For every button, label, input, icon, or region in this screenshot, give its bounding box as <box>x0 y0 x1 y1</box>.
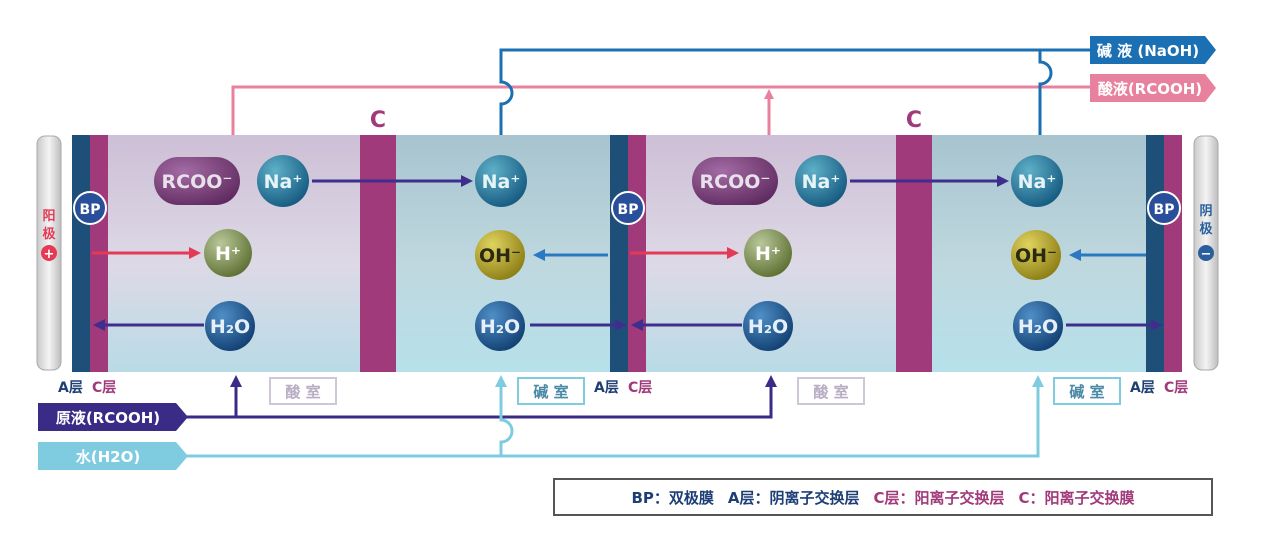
h2o-molecule-3: H₂O <box>743 301 793 351</box>
svg-text:Na⁺: Na⁺ <box>1018 171 1057 193</box>
svg-text:碱 室: 碱 室 <box>1069 383 1104 401</box>
layer-labels-2: A层 C层 <box>594 380 652 396</box>
bp-badge-3: BP <box>1147 191 1181 225</box>
cation-membrane-2 <box>896 135 932 372</box>
anode-electrode: 阳 极 + <box>36 135 62 371</box>
h2o-molecule-2: H₂O <box>475 301 525 351</box>
alkali-output-flow <box>499 48 1092 135</box>
anode-sign: + <box>44 247 55 262</box>
cathode-char-2: 极 <box>1199 221 1213 237</box>
svg-text:OH⁻: OH⁻ <box>1015 245 1057 267</box>
h2o-molecule-4: H₂O <box>1013 301 1063 351</box>
cation-membrane-1 <box>360 135 396 372</box>
minus-icon <box>1198 245 1214 261</box>
svg-text:酸 室: 酸 室 <box>813 383 848 401</box>
svg-text:Na⁺: Na⁺ <box>264 171 303 193</box>
rcoo-ion-1: RCOO⁻ <box>154 157 240 205</box>
alkali-output-label: 碱 液 (NaOH) <box>1097 42 1199 60</box>
legend-c-layer: C层：阳离子交换层 <box>873 488 1005 507</box>
cathode-sign: − <box>1201 247 1212 262</box>
cathode-char-1: 阴 <box>1199 204 1212 219</box>
cation-membrane-letter-2: C <box>906 108 922 133</box>
bipolar-membrane-3 <box>1146 135 1182 372</box>
legend-c-membrane: C：阳离子交换膜 <box>1018 488 1135 507</box>
acid-output-flow <box>231 85 1092 135</box>
c-layer-label-1: C层 <box>92 380 116 396</box>
bp-label-2: BP <box>618 202 639 218</box>
alkali-output-tag: 碱 液 (NaOH) <box>1090 36 1216 64</box>
na-ion-2: Na⁺ <box>475 155 527 207</box>
na-ion-3: Na⁺ <box>795 155 847 207</box>
alkali-chamber-label-1: 碱 室 <box>517 377 585 405</box>
svg-text:H₂O: H₂O <box>1018 316 1058 338</box>
h2o-molecule-1: H₂O <box>205 301 255 351</box>
a-layer-label-3: A层 <box>1130 380 1155 396</box>
acid-chamber-label-1: 酸 室 <box>269 377 337 405</box>
na-ion-1: Na⁺ <box>257 155 309 207</box>
svg-text:H₂O: H₂O <box>748 316 788 338</box>
legend-bp: BP：双极膜 <box>631 488 714 507</box>
c-layer-label-3: C层 <box>1164 380 1188 396</box>
svg-text:酸 室: 酸 室 <box>285 383 320 401</box>
legend-a-layer: A层：阴离子交换层 <box>727 488 860 507</box>
bp-badge-2: BP <box>611 191 645 225</box>
h-ion-2: H⁺ <box>744 229 792 277</box>
bp-badge-1: BP <box>73 191 107 225</box>
svg-text:H⁺: H⁺ <box>215 243 241 265</box>
plus-icon <box>41 245 57 261</box>
feed-input-label: 原液(RCOOH) <box>56 409 160 427</box>
bp-label-3: BP <box>1154 202 1175 218</box>
anode-char-2: 极 <box>42 226 56 242</box>
water-input-label: 水(H2O) <box>76 448 140 466</box>
legend: BP：双极膜 A层：阴离子交换层 C层：阳离子交换层 C：阳离子交换膜 <box>553 478 1213 516</box>
acid-output-label: 酸液(RCOOH) <box>1098 80 1202 98</box>
water-input-flow <box>186 375 1044 458</box>
acid-output-tag: 酸液(RCOOH) <box>1090 74 1216 102</box>
acid-chamber-label-2: 酸 室 <box>797 377 865 405</box>
feed-input-flow <box>186 375 777 419</box>
c-layer-label-2: C层 <box>628 380 652 396</box>
svg-text:RCOO⁻: RCOO⁻ <box>700 171 771 193</box>
bp-label-1: BP <box>80 202 101 218</box>
cation-membrane-letter-1: C <box>370 108 386 133</box>
svg-text:碱 室: 碱 室 <box>533 383 568 401</box>
svg-text:OH⁻: OH⁻ <box>479 245 521 267</box>
svg-text:Na⁺: Na⁺ <box>482 171 521 193</box>
ion-arrows <box>92 175 1163 331</box>
svg-text:RCOO⁻: RCOO⁻ <box>162 171 233 193</box>
h-ion-1: H⁺ <box>204 229 252 277</box>
anode-char-1: 阳 <box>42 209 55 224</box>
svg-text:Na⁺: Na⁺ <box>802 171 841 193</box>
layer-labels-3: A层 C层 <box>1130 380 1188 396</box>
a-layer-label-1: A层 <box>58 380 83 396</box>
feed-input-tag: 原液(RCOOH) <box>38 403 188 431</box>
rcoo-ion-2: RCOO⁻ <box>692 157 778 205</box>
oh-ion-2: OH⁻ <box>1011 230 1061 280</box>
water-input-tag: 水(H2O) <box>38 442 188 470</box>
svg-text:H₂O: H₂O <box>480 316 520 338</box>
oh-ion-1: OH⁻ <box>475 230 525 280</box>
alkali-chamber-label-2: 碱 室 <box>1053 377 1121 405</box>
a-layer-label-2: A层 <box>594 380 619 396</box>
cathode-electrode: 阴 极 − <box>1193 135 1219 371</box>
svg-text:H⁺: H⁺ <box>755 243 781 265</box>
svg-text:H₂O: H₂O <box>210 316 250 338</box>
layer-labels-1: A层 C层 <box>58 380 116 396</box>
na-ion-4: Na⁺ <box>1011 155 1063 207</box>
